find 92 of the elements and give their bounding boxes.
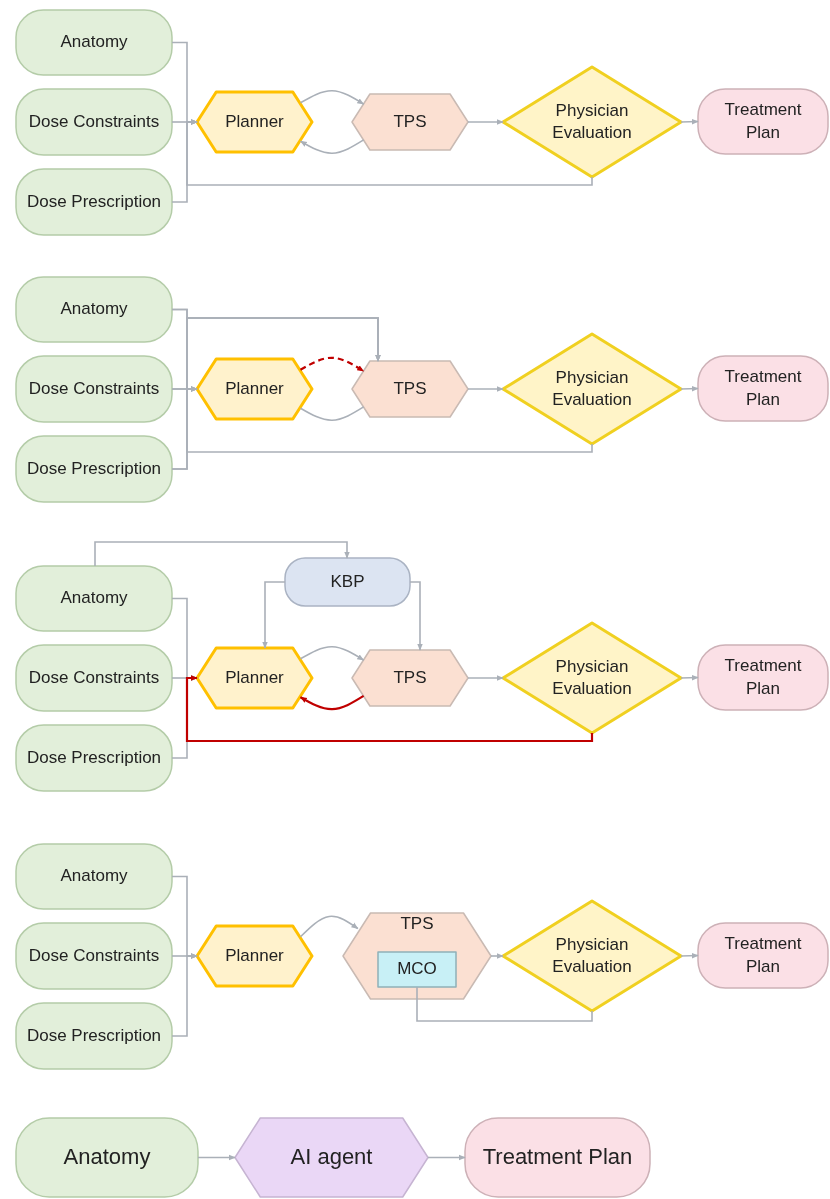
rounded-box [698,923,828,988]
node-label: Planner [225,377,284,400]
node-label: MCO [397,958,437,981]
connector-line [299,406,365,421]
arrow [680,118,699,125]
node-label: Anatomy [63,1143,151,1172]
process-hexagon [235,1118,428,1197]
arrow [94,541,350,567]
node-label: Treatment Plan [723,366,803,411]
decision-diamond [503,623,681,733]
rounded-box [698,356,828,421]
node-label: Anatomy [60,865,128,888]
decision-diamond [503,901,681,1011]
arrow [299,90,365,105]
rounded-box [465,1118,650,1197]
process-hexagon [352,94,468,150]
rounded-box [16,566,172,631]
node-label: Dose Prescription [26,190,162,213]
process-hexagon [343,913,491,999]
node-label: TPS [400,913,434,935]
arrow [680,385,699,392]
arrow [171,317,381,470]
arrow [680,674,699,681]
node-label: Treatment Plan [723,655,803,700]
arrow [467,119,504,125]
node-label: TPS [393,110,427,133]
connector-line [416,986,593,1022]
process-hexagon [197,359,312,419]
rounded-box [16,89,172,155]
node-label: KBP [330,570,365,593]
arrow [186,386,593,453]
rounded-box [16,1118,198,1197]
node-label: Treatment Plan [482,1143,633,1172]
arrow [299,646,365,661]
node-label: Physician Evaluation [551,99,633,144]
rounded-box [16,436,172,502]
arrow [409,581,423,651]
arrow [467,675,504,681]
decision-diamond [503,334,681,444]
node-label: Dose Constraints [28,666,160,689]
arrow [171,953,198,1037]
rounded-box [16,10,172,75]
arrow [299,139,365,154]
arrow [185,675,594,743]
node-label: Physician Evaluation [551,655,633,700]
node-label: Treatment Plan [723,99,803,144]
arrow [467,386,504,392]
rounded-box [285,558,410,606]
rounded-box [16,1003,172,1069]
arrow [427,1154,466,1161]
node-label: Dose Prescription [26,457,162,480]
node-label: Dose Constraints [28,377,160,400]
node-label: Anatomy [60,298,128,321]
node-label: AI agent [290,1143,373,1172]
process-hexagon [197,926,312,986]
arrow [299,915,359,938]
process-hexagon [352,361,468,417]
rounded-box [16,356,172,422]
node-label: Dose Prescription [26,746,162,769]
node-label: Planner [225,666,284,689]
rounded-box [16,923,172,989]
rounded-box [16,277,172,342]
node-label: Anatomy [60,587,128,610]
process-hexagon [352,650,468,706]
node-label: Physician Evaluation [551,933,633,978]
arrow [186,119,593,186]
rounded-box [16,645,172,711]
rounded-box [698,645,828,710]
rounded-box [698,89,828,154]
node-label: Anatomy [60,31,128,54]
arrow [680,952,699,959]
rounded-box [16,844,172,909]
node-label: Dose Constraints [28,944,160,967]
process-hexagon [197,92,312,152]
node-label: TPS [393,377,427,400]
process-box [378,952,456,987]
arrow [490,953,504,959]
node-label: Planner [225,944,284,967]
node-label: Dose Constraints [28,110,160,133]
rounded-box [16,169,172,235]
arrow [299,356,365,372]
arrow [197,1154,236,1161]
node-label: Planner [225,110,284,133]
decision-diamond [503,67,681,177]
arrow [299,695,365,711]
node-label: Treatment Plan [723,933,803,978]
node-label: Dose Prescription [26,1024,162,1047]
node-label: TPS [393,666,427,689]
rounded-box [16,725,172,791]
process-hexagon [197,648,312,708]
arrow [262,581,286,649]
node-label: Physician Evaluation [551,366,633,411]
